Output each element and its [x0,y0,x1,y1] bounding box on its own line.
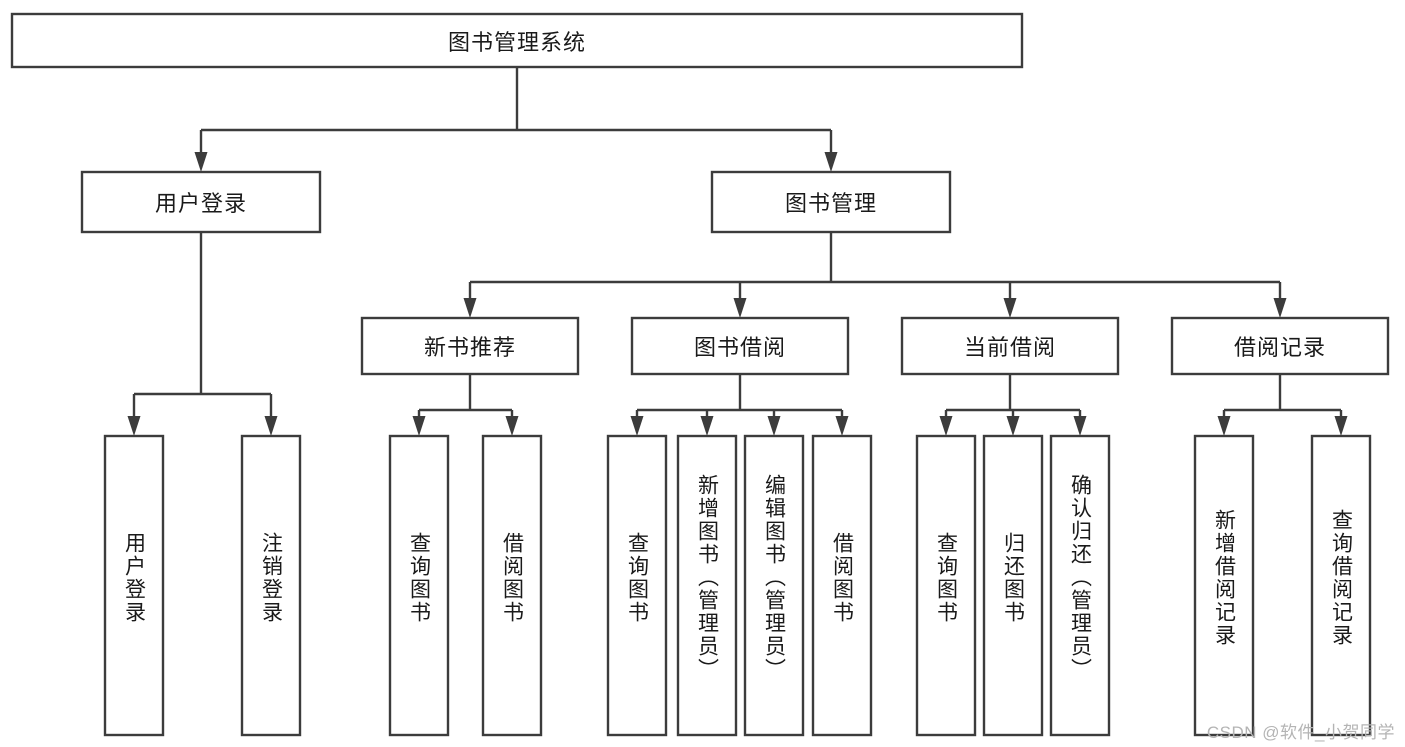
node-box-user-login[interactable] [80,170,322,234]
arrow-head [1273,298,1287,318]
arrow-head [1073,416,1087,436]
arrow-head [1217,416,1231,436]
arrow-head [1334,416,1348,436]
arrow-head [824,152,838,172]
node-box-new-book-rec[interactable] [360,316,580,376]
node-box-current-borrow[interactable] [900,316,1120,376]
node-box-leaf-query-book-1[interactable] [388,434,450,737]
arrow-head [835,416,849,436]
arrow-head [1006,416,1020,436]
node-box-book-manage[interactable] [710,170,952,234]
connector-layer [127,67,1348,436]
arrow-head [505,416,519,436]
arrow-head [939,416,953,436]
node-box-leaf-add-book[interactable] [676,434,738,737]
node-box-leaf-return-book[interactable] [982,434,1044,737]
node-box-leaf-query-book-3[interactable] [915,434,977,737]
arrow-head [767,416,781,436]
arrow-head [733,298,747,318]
arrow-head [700,416,714,436]
node-box-book-borrow[interactable] [630,316,850,376]
arrow-head [630,416,644,436]
arrow-head [412,416,426,436]
node-box-borrow-record[interactable] [1170,316,1390,376]
node-box-root[interactable] [10,12,1024,69]
arrow-head [463,298,477,318]
node-box-leaf-confirm-return[interactable] [1049,434,1111,737]
node-box-user-logout-leaf[interactable] [240,434,302,737]
node-box-layer [10,12,1390,737]
node-box-user-login-leaf[interactable] [103,434,165,737]
arrow-head [127,416,141,436]
node-box-leaf-edit-book[interactable] [743,434,805,737]
node-box-leaf-query-record[interactable] [1310,434,1372,737]
node-box-leaf-query-book-2[interactable] [606,434,668,737]
arrow-head [194,152,208,172]
arrow-head [1003,298,1017,318]
arrow-head [264,416,278,436]
node-box-leaf-borrow-book-1[interactable] [481,434,543,737]
node-box-leaf-add-record[interactable] [1193,434,1255,737]
node-box-leaf-borrow-book-2[interactable] [811,434,873,737]
